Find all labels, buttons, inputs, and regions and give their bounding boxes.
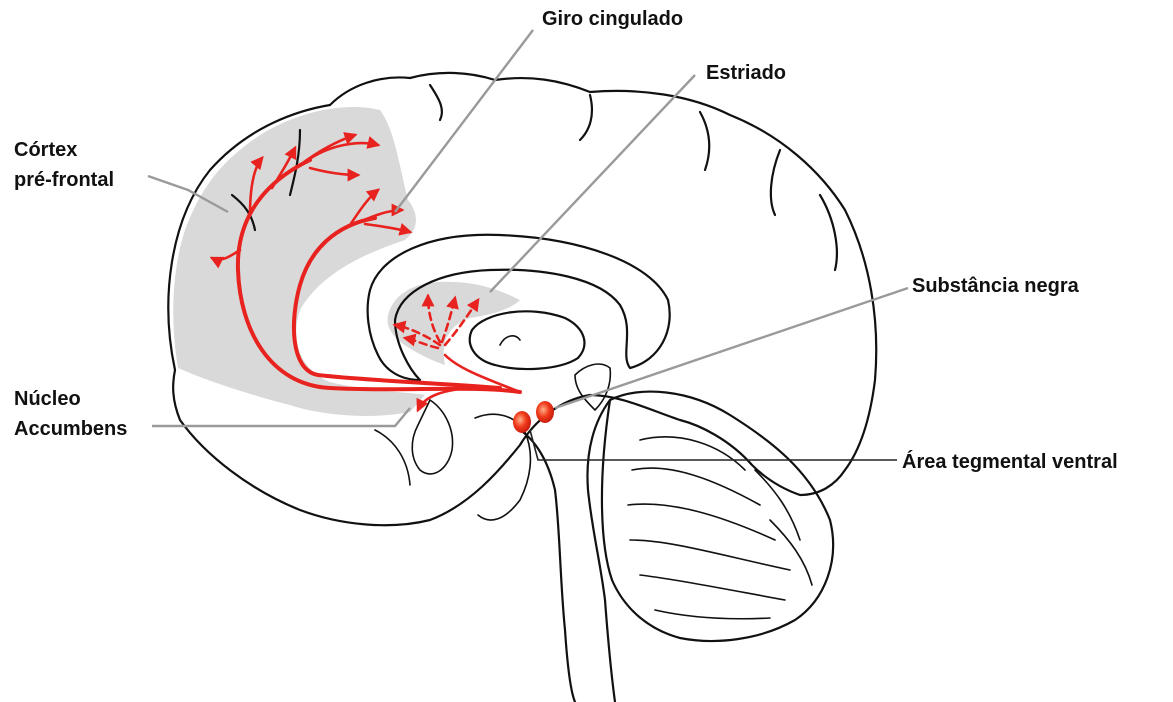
label-nucleo-line2: Accumbens (14, 418, 127, 440)
label-area-tegmental: Área tegmental ventral (902, 450, 1118, 473)
sulcus-5 (771, 150, 780, 215)
label-cortex-line2: pré-frontal (14, 169, 114, 191)
pathway-accumbens (418, 388, 470, 410)
cerebellum-folia-6 (655, 610, 770, 619)
label-giro-cingulado: Giro cingulado (542, 8, 683, 30)
cerebellum-folia-5 (640, 575, 785, 600)
label-substancia-negra: Substância negra (912, 275, 1080, 297)
cerebellum-folia-7 (755, 470, 800, 540)
substantia-nigra-nucleus (536, 401, 554, 423)
cerebellum-folia-1 (640, 437, 745, 470)
thalamus-detail (500, 336, 520, 345)
cerebellum (602, 392, 833, 641)
striatum-region (387, 282, 520, 365)
sulcus-4 (700, 112, 709, 170)
sulcus-2 (430, 85, 442, 120)
cerebellum-folia-4 (630, 540, 790, 570)
sulcus-6 (820, 195, 837, 270)
label-nucleo-line1: Núcleo (14, 388, 81, 410)
brainstem-back (587, 400, 615, 702)
brainstem (520, 430, 575, 702)
label-cortex-line1: Córtex (14, 139, 77, 161)
optic-area (375, 430, 410, 485)
label-estriado: Estriado (706, 62, 786, 84)
thalamus (470, 311, 585, 369)
cerebellum-folia-3 (628, 504, 775, 540)
leader-substancia (555, 288, 908, 408)
sulcus-3 (580, 95, 592, 140)
cerebellum-folia-8 (770, 520, 812, 585)
fourth-ventricle (575, 364, 610, 410)
cerebellum-folia-2 (632, 468, 760, 505)
leader-giro-cingulado (395, 30, 533, 212)
ventral-tegmental-area-nucleus (513, 411, 531, 433)
